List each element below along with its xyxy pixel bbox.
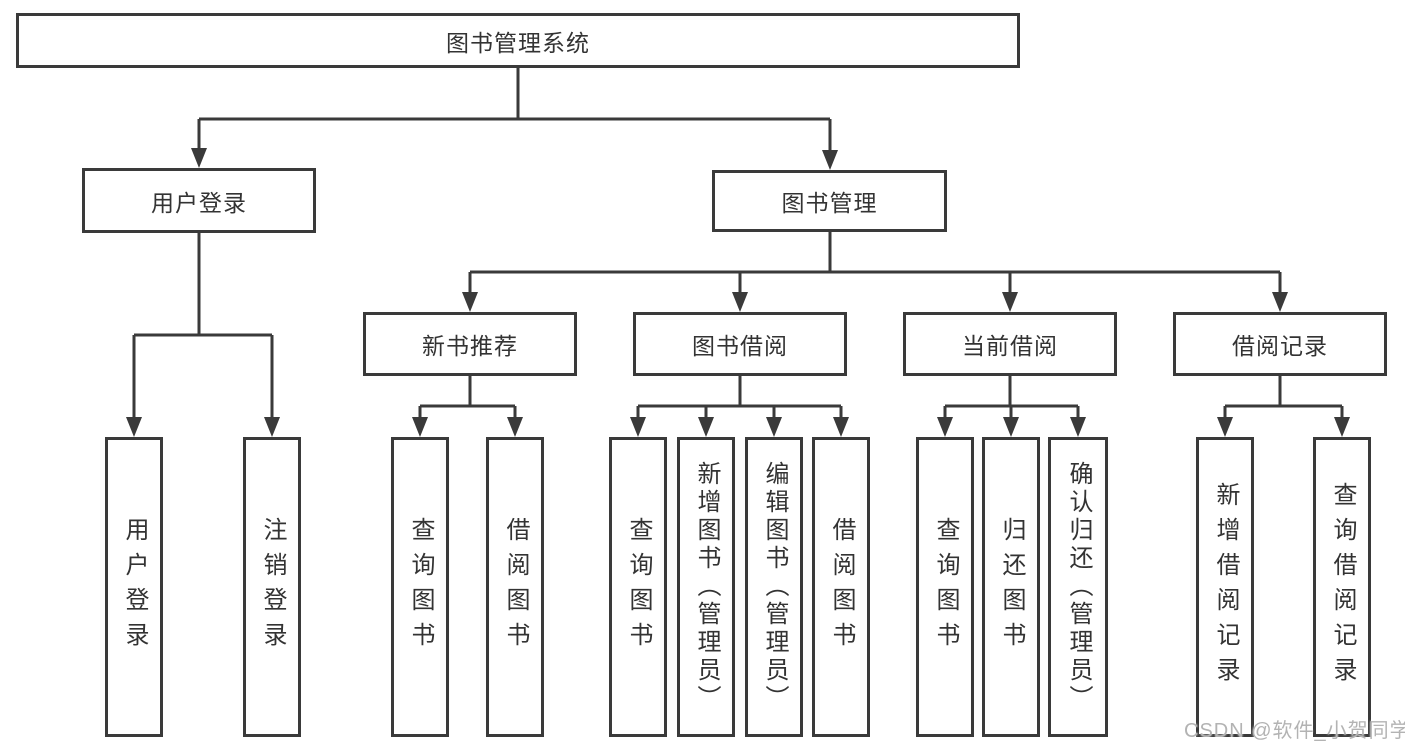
node-root-library-management-system: 图书管理系统 [16, 13, 1020, 68]
leaf-label: 查询图书 [932, 517, 959, 657]
leaf-query-books-recommend: 查询图书 [391, 437, 449, 737]
node-borrow-records: 借阅记录 [1173, 312, 1387, 376]
leaf-add-borrow-record: 新增借阅记录 [1196, 437, 1254, 737]
node-current-borrow: 当前借阅 [903, 312, 1117, 376]
leaf-borrow-books-recommend: 借阅图书 [486, 437, 544, 737]
leaf-label: 查询图书 [407, 517, 434, 657]
leaf-label: 借阅图书 [502, 517, 529, 657]
node-new-book-recommend: 新书推荐 [363, 312, 577, 376]
connector-current-borrow-children [937, 376, 1086, 437]
leaf-add-book-admin: 新增图书（管理员） [677, 437, 735, 737]
node-user-login: 用户登录 [82, 168, 316, 233]
leaf-query-borrow-record: 查询借阅记录 [1313, 437, 1371, 737]
leaf-edit-book-admin: 编辑图书（管理员） [745, 437, 803, 737]
connector-book-borrow-children [630, 376, 849, 437]
leaf-user-login: 用户登录 [105, 437, 163, 737]
leaf-return-book: 归还图书 [982, 437, 1040, 737]
leaf-label: 用户登录 [121, 517, 148, 657]
leaf-confirm-return-admin: 确认归还（管理员） [1048, 437, 1108, 737]
leaf-label: 查询图书 [625, 517, 652, 657]
leaf-query-books-borrow: 查询图书 [609, 437, 667, 737]
leaf-label: 归还图书 [998, 517, 1025, 657]
connector-book-management-children [462, 232, 1288, 312]
connector-root-to-level2 [191, 68, 838, 170]
leaf-label: 注销登录 [259, 517, 286, 657]
connector-user-login-children [126, 233, 280, 437]
leaf-logout: 注销登录 [243, 437, 301, 737]
leaf-label: 查询借阅记录 [1329, 482, 1356, 692]
leaf-label: 新增借阅记录 [1212, 482, 1239, 692]
leaf-label: 借阅图书 [828, 517, 855, 657]
leaf-borrow-books: 借阅图书 [812, 437, 870, 737]
leaf-label: 确认归还（管理员） [1065, 461, 1092, 713]
node-book-borrow: 图书借阅 [633, 312, 847, 376]
leaf-label: 编辑图书（管理员） [761, 461, 788, 713]
csdn-watermark: CSDN @软件_小贺同学 [1184, 720, 1405, 742]
connector-new-book-recommend-children [412, 376, 523, 437]
node-book-management: 图书管理 [712, 170, 947, 232]
leaf-query-books-current: 查询图书 [916, 437, 974, 737]
connector-borrow-records-children [1217, 376, 1350, 437]
leaf-label: 新增图书（管理员） [693, 461, 720, 713]
